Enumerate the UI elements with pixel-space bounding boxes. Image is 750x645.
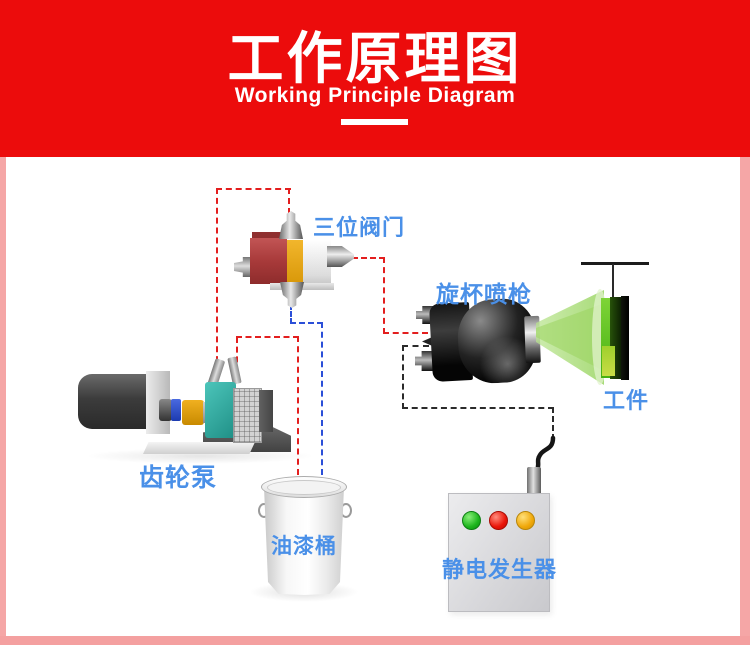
pump-side-block [259,390,273,432]
workpiece-dark-face [610,297,621,379]
generator-light-yellow [516,511,535,530]
blue-pipe-down-to-bucket [321,322,323,475]
pump-shadow [85,448,315,464]
workpiece-label: 工件 [603,388,650,413]
header-banner: 工作原理图 Working Principle Diagram [0,0,750,157]
pump-shaft [159,399,172,421]
pump-head-teal [205,382,236,438]
workpiece-highlight-patch [602,346,615,376]
hanger-rod [612,264,614,301]
pump-coupling-yellow [182,400,204,425]
valve-label: 三位阀门 [313,215,406,240]
paint-bucket: 油漆桶 [249,476,359,602]
red-pipe-valve-top-horizontal [216,188,291,190]
three-position-valve [232,210,356,310]
generator-light-red [489,511,508,530]
red-pipe-down-to-pump [216,188,218,372]
valve-bottom-nozzle [280,282,304,308]
paint-bucket-label: 油漆桶 [271,535,337,558]
red-pipe-into-gun [383,332,428,334]
gear-pump-label: 齿轮泵 [139,464,218,492]
valve-top-nozzle [279,211,303,239]
frame-border-right [740,157,750,645]
valve-white-block [303,240,331,284]
page-subtitle: Working Principle Diagram [234,84,516,107]
page-title: 工作原理图 [227,27,523,90]
workpiece [601,296,629,380]
red-pipe-valve-right-horizontal [352,257,385,259]
hanger-bar [581,262,649,265]
bucket-body [264,487,344,595]
valve-red-block [250,238,287,284]
pump-mesh-block [233,388,262,443]
frame-border-bottom [0,636,750,645]
black-cable-vertical [402,345,404,409]
title-underline [341,119,408,125]
electrostatic-generator: 静电发生器 [442,493,556,612]
pump-motor [78,374,154,429]
workpiece-edge [621,296,629,380]
rotary-cup-spray-gun [400,296,545,391]
red-pipe-down-to-gun [383,257,385,334]
blue-pipe-horizontal [290,322,323,324]
bucket-rim-inner [267,480,341,495]
pump-coupling-blue [171,399,181,421]
blue-pipe-valve-bottom [290,304,292,324]
red-pipe-into-valve-top [288,188,290,214]
spray-gun-label: 旋杯喷枪 [436,281,532,307]
black-cable-horizontal [402,407,554,409]
spray-cone [536,289,608,385]
red-pipe-pump-to-bucket-horizontal [236,336,299,338]
black-cable-down-to-generator [552,407,554,440]
pump-base-light [143,442,255,454]
gear-pump [75,352,315,464]
workpiece-bright-face [601,298,610,378]
generator-cable [534,436,556,472]
generator-light-green [462,511,481,530]
generator-label: 静电发生器 [442,557,558,582]
black-cable-gun-horizontal [402,345,429,347]
red-pipe-pump-inlet [236,337,238,372]
frame-border-left [0,157,6,645]
valve-right-nozzle [327,246,354,267]
valve-yellow-block [287,240,303,285]
pump-inlet-tube-2 [227,356,242,385]
generator-connector [527,467,541,495]
red-pipe-down-to-bucket [297,336,299,475]
